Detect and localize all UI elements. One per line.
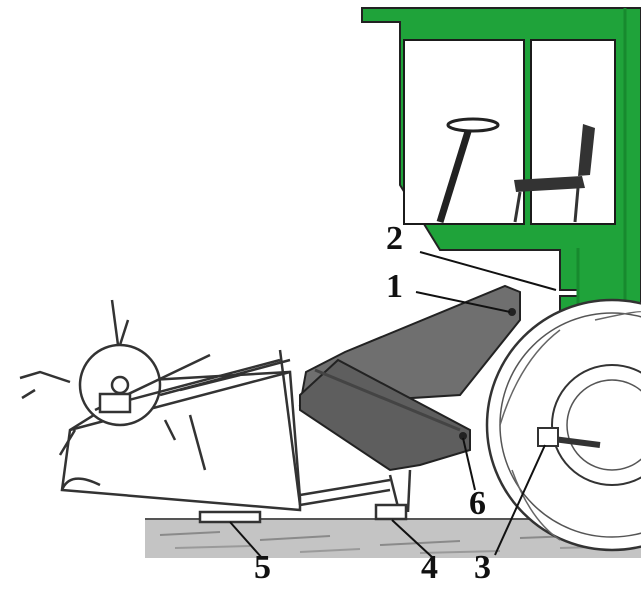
leader-3: [494, 444, 546, 556]
front-wheel: [485, 298, 641, 552]
leader-1: [415, 291, 511, 313]
leader-6: [462, 437, 476, 491]
leader-lines: [229, 251, 557, 559]
operator-seat: [513, 124, 595, 223]
leader-4: [391, 519, 433, 558]
cab: [361, 7, 641, 331]
feeder-house: [298, 284, 521, 472]
callout-5: 5: [254, 549, 271, 586]
callout-1: 1: [386, 268, 403, 305]
leader-5: [229, 521, 263, 559]
pivot-point-6: [459, 432, 467, 440]
wheel-hub-bracket: [537, 427, 559, 447]
callout-4: 4: [421, 549, 438, 586]
leader-2: [419, 251, 557, 291]
cab-window-side: [530, 39, 616, 225]
pivot-point-1: [508, 308, 516, 316]
reel: [19, 299, 281, 456]
steering-wheel: [446, 117, 500, 133]
callout-3: 3: [474, 549, 491, 586]
callout-2: 2: [386, 220, 403, 257]
steering-column: [436, 123, 474, 224]
callout-6: 6: [469, 485, 486, 522]
